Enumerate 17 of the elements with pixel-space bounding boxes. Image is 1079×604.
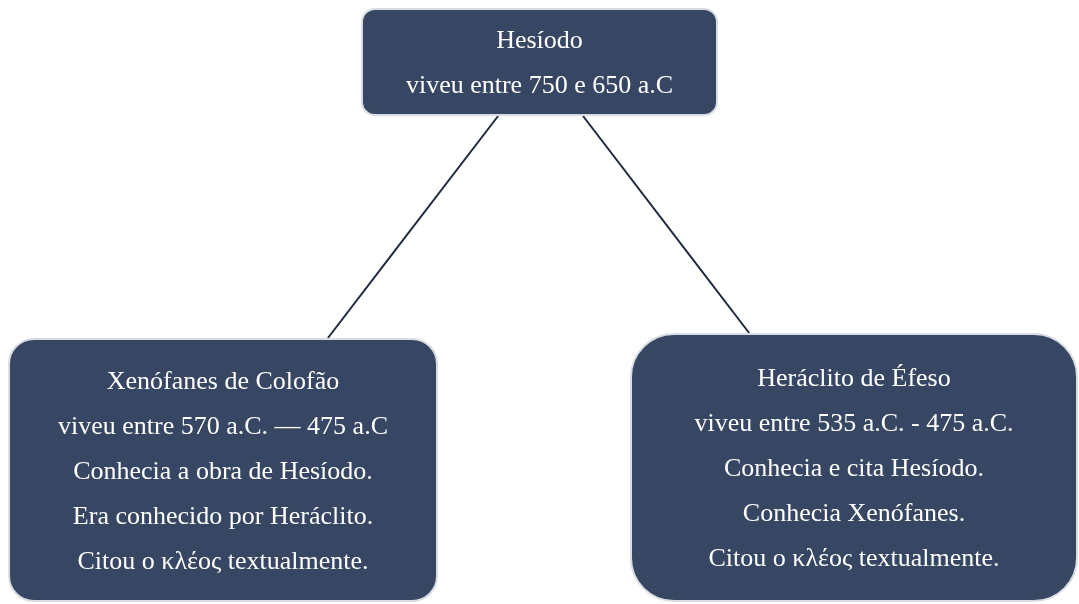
name-heading: Heráclito de Éfeso xyxy=(757,362,951,393)
name-heading: Hesíodo xyxy=(496,24,583,55)
connector-line xyxy=(582,115,751,334)
info-text: Citou o κλέος textualmente. xyxy=(708,542,1000,573)
info-text: Era conhecido por Heráclito. xyxy=(72,499,374,531)
info-text: Conhecia e cita Hesíodo. xyxy=(724,452,984,483)
info-text: viveu entre 750 e 650 a.C xyxy=(405,69,674,100)
person-box xyxy=(361,8,718,116)
info-text: Conhecia a obra de Hesíodo. xyxy=(73,454,373,486)
info-text: viveu entre 535 a.C. - 475 a.C. xyxy=(694,407,1014,438)
name-heading: Xenófanes de Colofão xyxy=(106,364,340,396)
info-text: Conhecia Xenófanes. xyxy=(742,497,966,528)
info-text: Citou o κλέος textualmente. xyxy=(77,544,369,576)
info-text: viveu entre 570 a.C. — 475 a.C xyxy=(58,409,388,441)
person-box xyxy=(8,338,438,602)
person-box xyxy=(630,333,1078,602)
connector-line xyxy=(326,115,500,339)
